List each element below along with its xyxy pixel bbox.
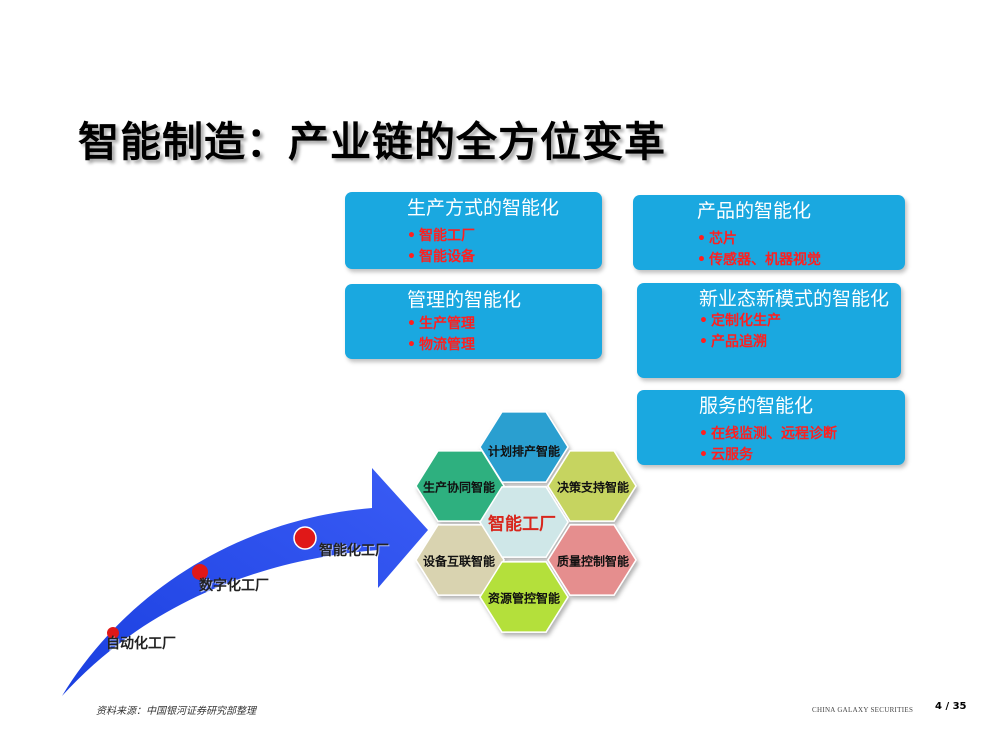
page-title: 智能制造：产业链的全方位变革 [78,118,666,166]
card-service-intelligence: 服务的智能化 •在线监测、远程诊断 •云服务 [637,390,905,465]
source-note: 资料来源：中国银河证券研究部整理 [96,706,256,717]
hex-label-smart-factory: 智能工厂 [488,514,556,535]
bullet-item: •定制化生产 [699,313,781,329]
hex-label-device-interconnect: 设备互联智能 [422,554,496,569]
stage-dot-intelligent [293,526,317,550]
card-title: 服务的智能化 [699,395,814,417]
hex-label-production-collab: 生产协同智能 [422,480,496,495]
hex-label-resource-control: 资源管控智能 [487,591,561,606]
card-new-business-model-intelligence: 新业态新模式的智能化 •定制化生产 •产品追溯 [637,283,901,378]
hex-label-decision-support: 决策支持智能 [556,480,630,495]
brand-name: CHINA GALAXY SECURITIES [812,706,914,714]
card-title: 生产方式的智能化 [407,197,560,219]
card-title: 产品的智能化 [697,200,812,222]
hex-label-quality-control: 质量控制智能 [556,554,630,569]
page-number: 4 / 35 [935,701,967,712]
bullet-item: •产品追溯 [699,334,767,350]
card-title: 新业态新模式的智能化 [699,288,890,310]
bullet-item: •物流管理 [407,337,475,353]
bullet-item: •生产管理 [407,316,475,332]
bullet-item: •在线监测、远程诊断 [699,426,837,442]
stage-label-automation: 自动化工厂 [106,636,176,652]
stage-label-intelligent: 智能化工厂 [319,543,389,559]
card-product-intelligence: 产品的智能化 •芯片 •传感器、机器视觉 [633,195,905,270]
bullet-item: •智能设备 [407,249,475,265]
stage-label-digital: 数字化工厂 [199,578,269,594]
bullet-item: •云服务 [699,447,753,463]
card-production-intelligence: 生产方式的智能化 •智能工厂 •智能设备 [345,192,602,269]
card-title: 管理的智能化 [407,289,522,311]
card-management-intelligence: 管理的智能化 •生产管理 •物流管理 [345,284,602,359]
bullet-item: •芯片 [697,231,737,247]
hex-label-planning: 计划排产智能 [487,444,561,459]
bullet-item: •传感器、机器视觉 [697,252,821,268]
bullet-item: •智能工厂 [407,228,475,244]
